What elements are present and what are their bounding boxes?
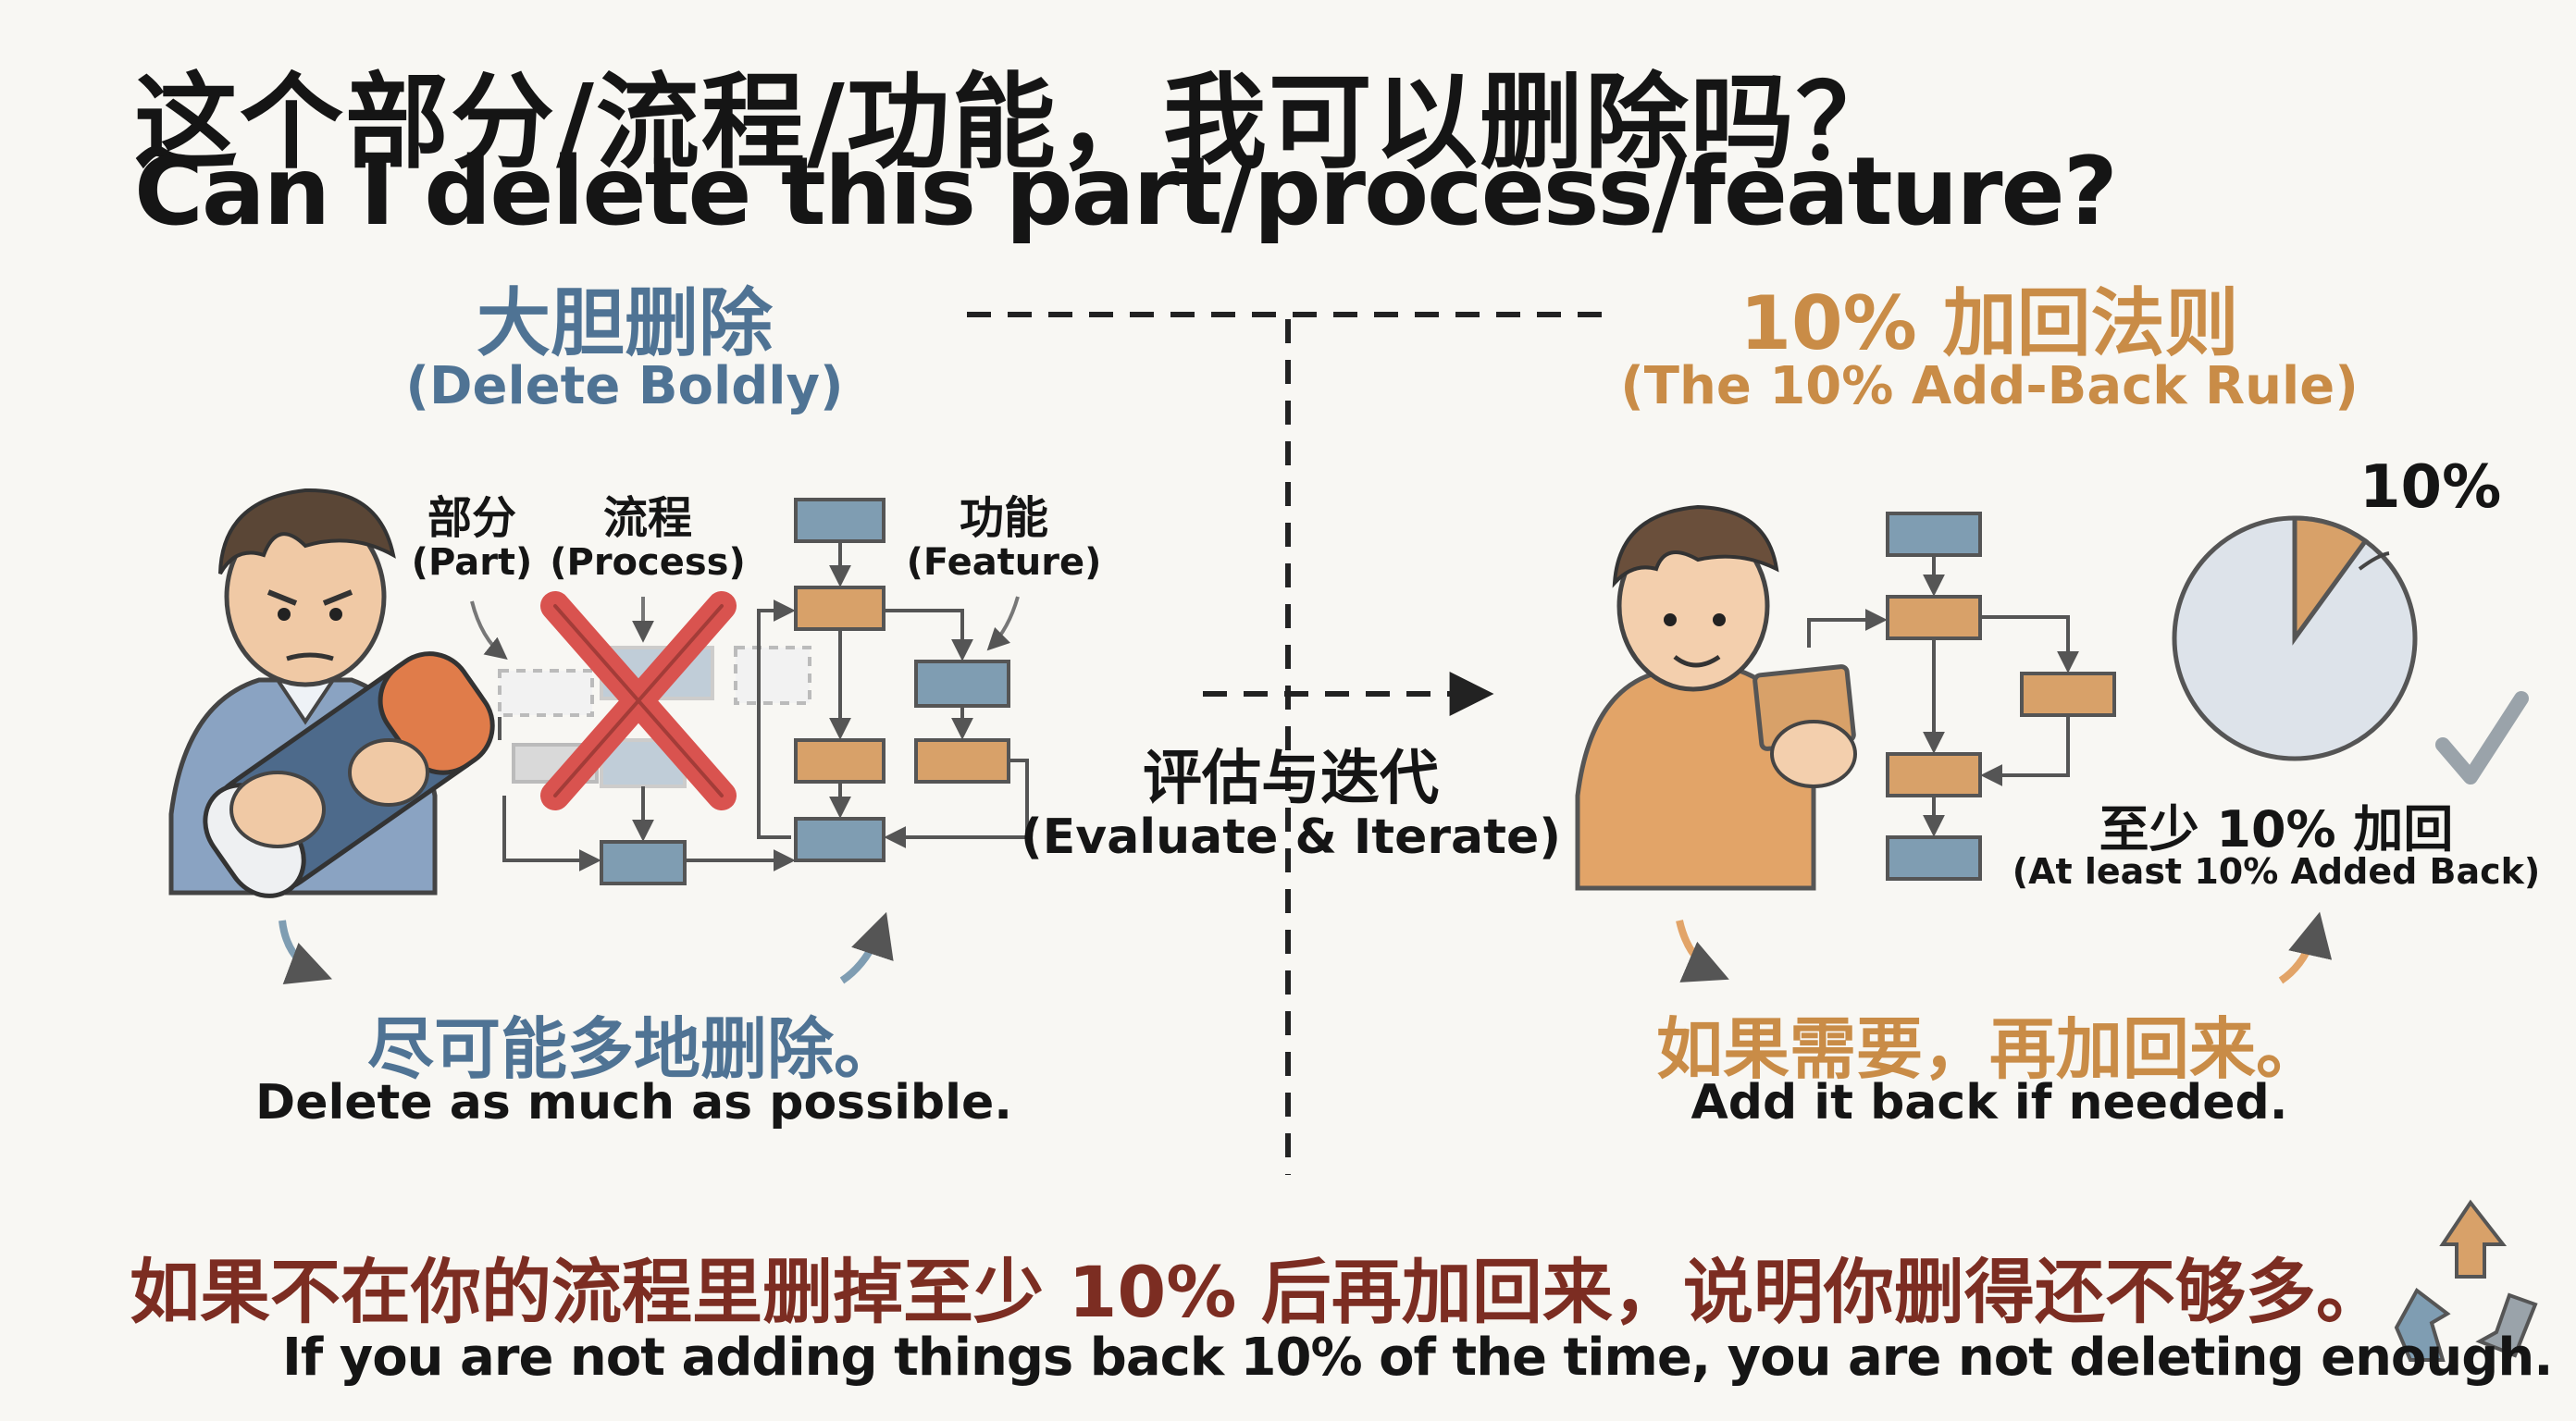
page-title-en: Can I delete this part/process/feature? xyxy=(134,137,2118,247)
center-label-en: (Evaluate & Iterate) xyxy=(1021,809,1561,865)
footer-zh: 如果不在你的流程里删掉至少 10% 后再加回来，说明你删得还不够多。 xyxy=(130,1251,2386,1333)
right-caption-en: Add it back if needed. xyxy=(1690,1075,2288,1131)
right-flowchart xyxy=(1807,512,2116,881)
person-adding-back-icon xyxy=(1575,504,1857,891)
label-part-en: (Part) xyxy=(411,541,533,584)
center-label-zh: 评估与迭代 xyxy=(1143,745,1439,813)
label-feature-en: (Feature) xyxy=(906,541,1102,584)
left-heading-zh: 大胆删除 xyxy=(477,280,773,366)
left-flowchart xyxy=(470,498,1029,885)
right-caption-zh: 如果需要，再加回来。 xyxy=(1655,1010,2323,1088)
right-heading-en: (The 10% Add-Back Rule) xyxy=(1620,356,2359,416)
left-cycle-arrows xyxy=(279,911,894,984)
footer-en: If you are not adding things back 10% of… xyxy=(282,1328,2553,1388)
check-mark-icon xyxy=(2435,691,2529,785)
left-caption-en: Delete as much as possible. xyxy=(255,1075,1012,1131)
recycle-icon xyxy=(2394,1199,2538,1362)
pie-percent-label: 10% xyxy=(2359,453,2502,522)
divider-dashed-lines xyxy=(967,312,1615,1175)
add-back-note-zh: 至少 10% 加回 xyxy=(2099,800,2454,859)
label-feature-zh: 功能 xyxy=(959,492,1049,544)
label-process-en: (Process) xyxy=(550,541,746,584)
pie-slice-10-percent xyxy=(2292,515,2369,646)
left-heading-en: (Delete Boldly) xyxy=(405,356,844,416)
person-deleting-icon xyxy=(168,488,495,898)
add-back-note-en: (At least 10% Added Back) xyxy=(2012,851,2541,892)
label-part-zh: 部分 xyxy=(427,492,517,544)
left-caption-zh: 尽可能多地删除。 xyxy=(366,1010,901,1088)
label-process-zh: 流程 xyxy=(602,492,693,544)
right-cycle-arrows xyxy=(1676,911,2333,984)
right-heading-zh: 10% 加回法则 xyxy=(1740,280,2239,366)
pie-chart xyxy=(2172,515,2418,761)
page-title-zh: 这个部分/流程/功能，我可以删除吗？ xyxy=(134,63,1901,183)
